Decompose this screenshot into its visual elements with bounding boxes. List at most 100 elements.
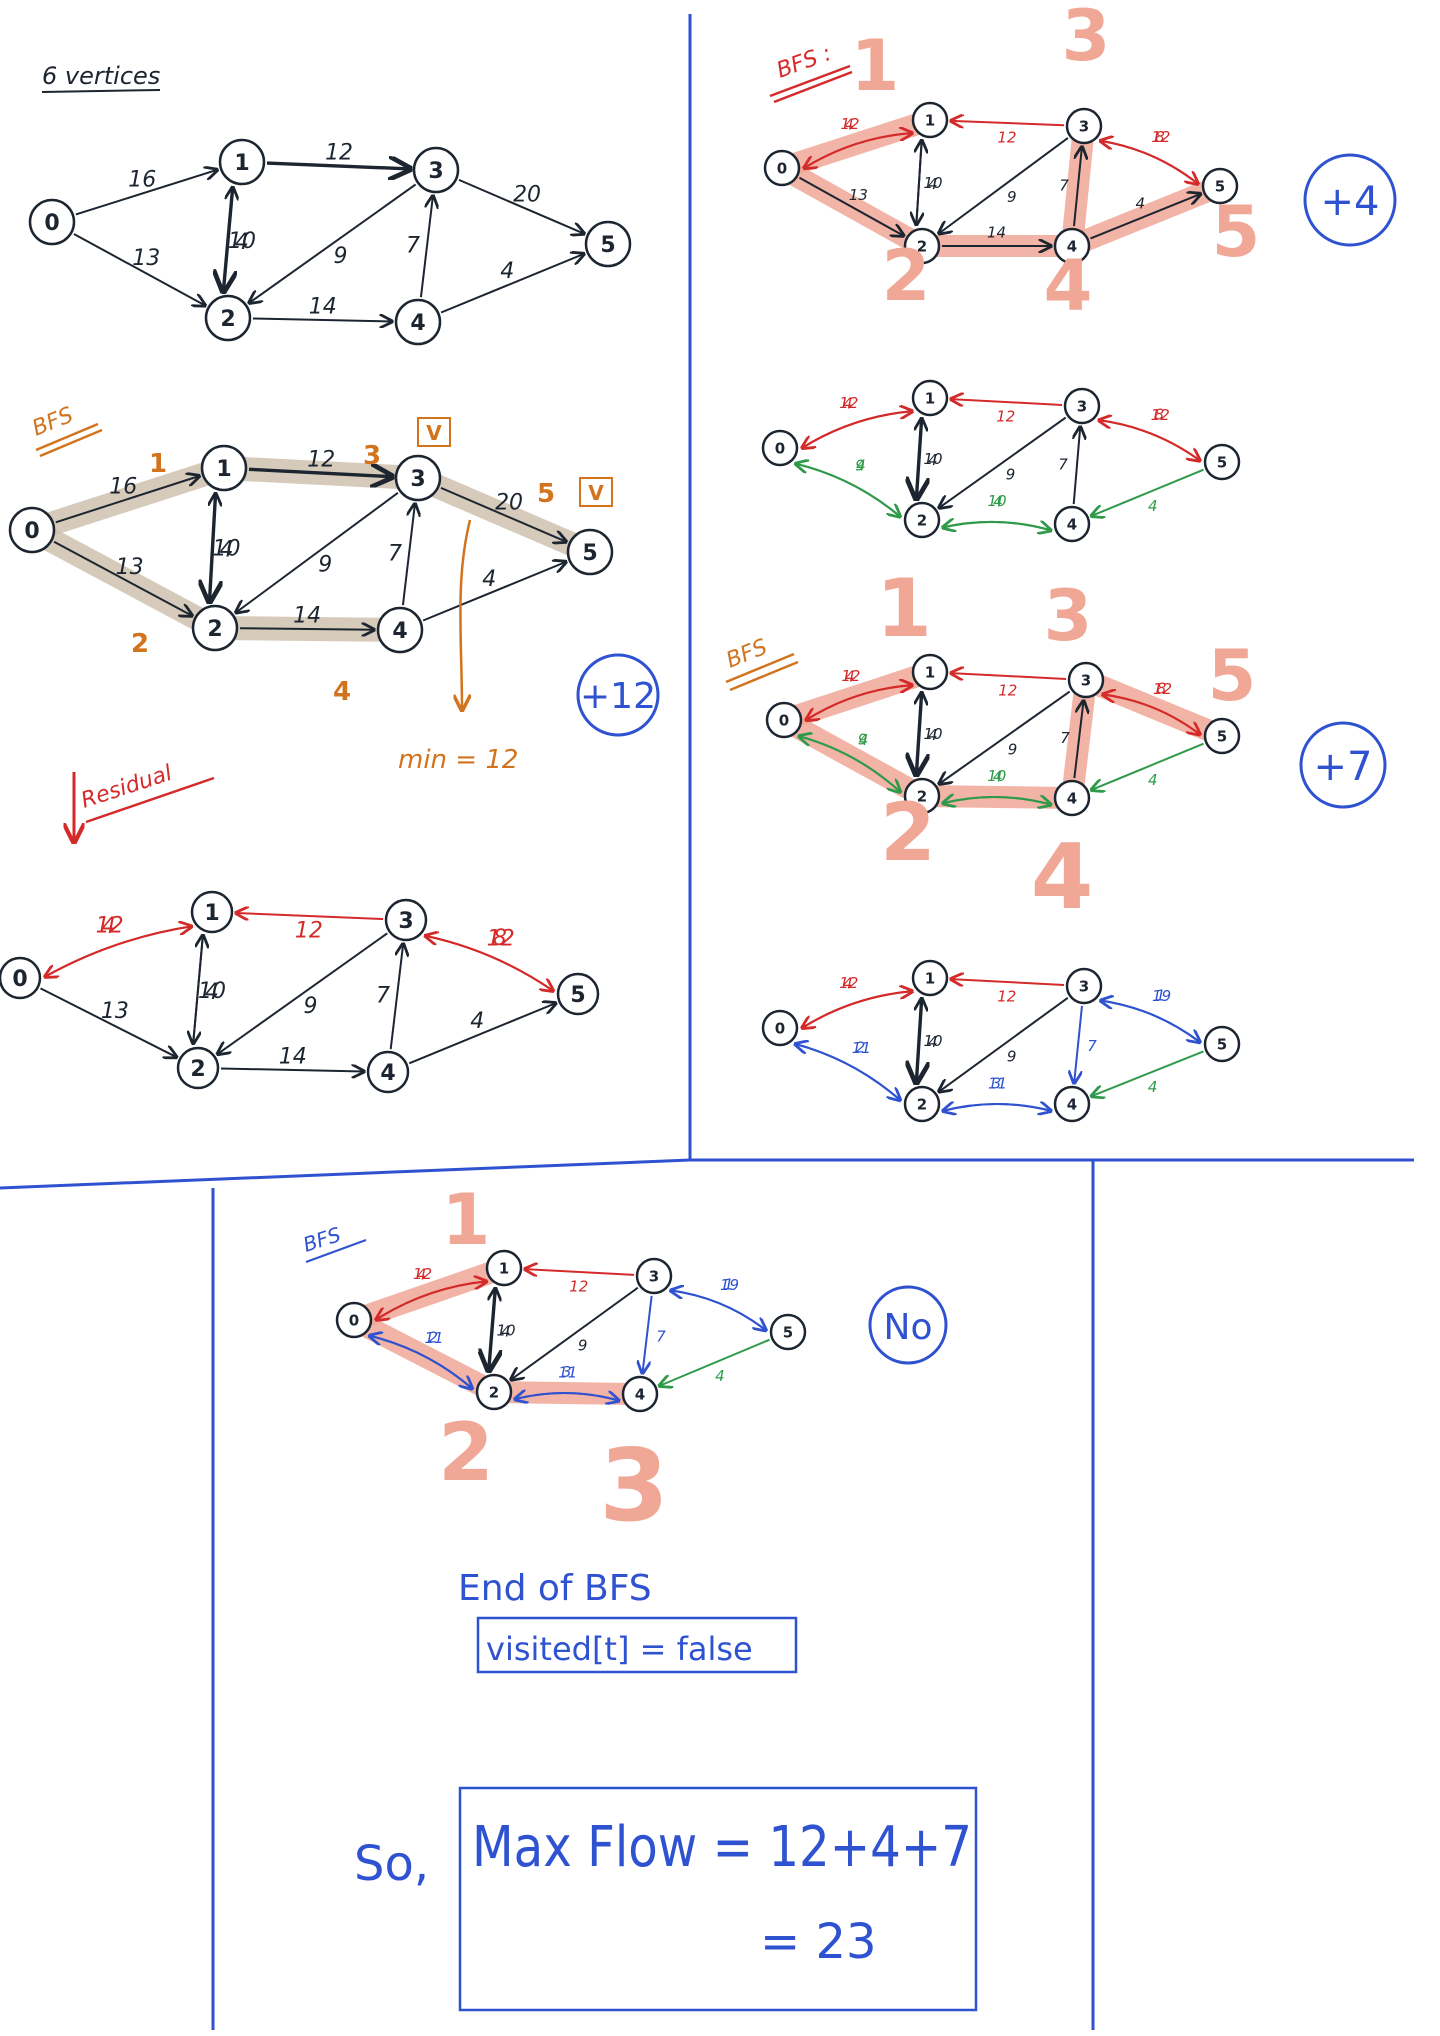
g4-node-label-4: 4	[1067, 237, 1077, 255]
g3-edge-3-2	[218, 932, 388, 1054]
g2-edge-3-2	[236, 492, 399, 613]
gain-circle-12	[576, 653, 660, 737]
g3-edge-label-0-2: 13	[101, 999, 129, 1024]
g2-bfs-mark-6: V	[588, 481, 604, 505]
g4-bfs-mark-3: 4	[1044, 245, 1093, 327]
g5-node-label-5: 5	[1217, 453, 1227, 471]
gain-circle-4	[1303, 153, 1397, 247]
g6-edge-4-3	[1073, 701, 1083, 779]
g5-edge-2-1	[916, 418, 921, 500]
g5-edge-label-3-1: 12	[996, 407, 1015, 425]
g5-edge-5-3	[1099, 420, 1202, 462]
g5-node-label-2: 2	[917, 511, 927, 529]
g7-edge-1-0	[802, 989, 914, 1028]
g3-edge-label-0-1: 4	[102, 914, 116, 939]
g7-node-5	[1203, 1025, 1241, 1063]
g4-node-1	[911, 101, 949, 139]
g8-edge-4-2	[515, 1393, 621, 1401]
g1-node-label-4: 4	[410, 311, 425, 336]
g5-edge-3-2	[939, 416, 1067, 508]
g2-edge-4-5	[422, 562, 566, 622]
g8-node-label-5: 5	[783, 1323, 793, 1341]
g7-edge-5-3	[1101, 1001, 1202, 1044]
g6-edge-label-1-0: 12	[841, 667, 860, 685]
g8-node-label-1: 1	[499, 1259, 509, 1277]
g2-bfs-mark-2: 5	[537, 479, 555, 509]
g2-edge-0-1	[55, 476, 199, 524]
g8-edge-label-4-2: 11	[558, 1363, 577, 1381]
g2-edge-2-1	[209, 494, 215, 603]
g2-edge-label-3-5: 20	[495, 491, 523, 516]
g5-node-3	[1063, 387, 1101, 425]
g8-bfs-mark-2: 3	[599, 1427, 669, 1544]
g5-node-label-0: 0	[775, 439, 785, 457]
g3-edge-label-4-5: 4	[470, 1009, 484, 1034]
g3-node-4	[366, 1050, 410, 1094]
g5-edge-4-2	[943, 522, 1053, 531]
g7-edge-label-3-1: 12	[997, 987, 1016, 1005]
g7-node-label-5: 5	[1217, 1035, 1227, 1053]
g1-node-2	[204, 294, 252, 342]
g7-edge-2-0	[795, 1044, 902, 1102]
g3-node-label-2: 2	[190, 1057, 205, 1082]
g6-node-label-0: 0	[779, 711, 789, 729]
g8-edge-1-0	[376, 1280, 488, 1320]
g5-node-label-4: 4	[1067, 515, 1077, 533]
g1-node-4	[394, 298, 442, 346]
g8-edge-label-1-2: 10	[496, 1321, 515, 1339]
g6-bfs-mark-1: 2	[880, 786, 936, 879]
g6-edge-label-1-2: 10	[923, 725, 942, 743]
g5-edge-3-5	[1097, 418, 1200, 461]
g2-edge-2-4	[239, 628, 374, 629]
g2-node-4	[376, 606, 424, 654]
g2-bfs-mark-1: 3	[363, 441, 381, 471]
g4-edge-4-5	[1090, 194, 1201, 240]
g4-edge-3-5	[1099, 139, 1197, 183]
annotations: 6 vertices BFS min = 12 +12 Residual BFS…	[29, 41, 1397, 2012]
g3-edge-1-0	[45, 925, 193, 977]
g5-edge-label-2-1: 4	[928, 451, 938, 469]
g1-edge-2-1	[222, 187, 232, 293]
g7-node-3	[1065, 967, 1103, 1005]
gain-label-12: +12	[580, 676, 656, 717]
g4-edge-3-2	[939, 137, 1069, 234]
g4-node-label-0: 0	[777, 159, 787, 177]
g6-edge-label-3-2: 9	[1008, 740, 1018, 758]
g2-bfs-mark-3: 2	[131, 629, 149, 659]
g2-edge-3-5	[440, 486, 566, 542]
g7-edge-2-1	[916, 999, 921, 1084]
g6-edge-label-2-1: 4	[928, 726, 938, 744]
g5-node-4	[1053, 505, 1091, 543]
g5-edge-label-3-2: 9	[1006, 465, 1016, 483]
max-flow-label: Max Flow = 12+4+7	[472, 1815, 972, 1880]
g6-node-4	[1053, 779, 1091, 817]
g3-node-label-0: 0	[12, 967, 27, 992]
bfs-label-2: BFS :	[774, 41, 835, 84]
g5-edge-label-1-2: 10	[923, 450, 942, 468]
g8-edge-2-0	[369, 1336, 474, 1390]
g6-edge-5-4	[1091, 742, 1204, 790]
g6-edge-2-1	[916, 693, 921, 776]
g2-edge-label-4-5: 4	[482, 567, 496, 592]
g1-node-1	[218, 138, 266, 186]
g3-edge-label-3-2: 9	[304, 994, 318, 1019]
g7-node-0	[761, 1009, 799, 1047]
g6-edge-label-5-4: 4	[1148, 771, 1158, 789]
g4-edge-label-2-4: 14	[987, 223, 1006, 241]
g5-edge-label-2-4: 10	[988, 492, 1007, 510]
bfs-underline-2	[769, 64, 853, 104]
visited-label: visited[t] = false	[486, 1630, 753, 1668]
g7-edge-0-1	[800, 991, 912, 1030]
panel-dividers	[0, 14, 1414, 2030]
g4-edge-label-3-5: 8	[1155, 128, 1165, 146]
g3-edge-label-1-2: 10	[198, 979, 226, 1004]
g5-node-5	[1203, 443, 1241, 481]
g3-edge-label-2-1: 4	[205, 980, 219, 1005]
g6-edge-3-2	[939, 690, 1071, 784]
g6-edge-3-1	[951, 673, 1067, 679]
g5-edge-5-4	[1091, 468, 1204, 516]
g5-edge-label-0-2: 9	[855, 456, 865, 474]
g7-edge-label-3-5: 1	[1156, 987, 1166, 1005]
